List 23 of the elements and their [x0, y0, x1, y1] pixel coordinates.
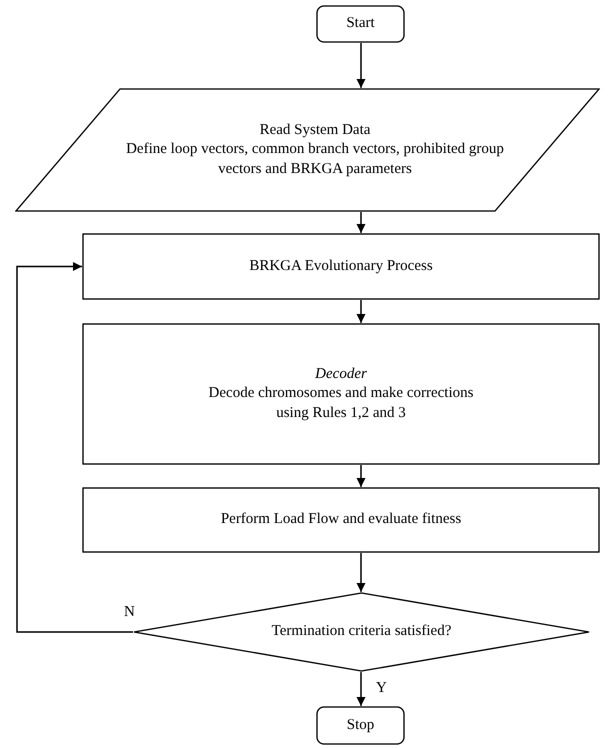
node-text: Termination criteria satisfied?: [272, 622, 452, 642]
arrow: [16, 262, 133, 633]
arrow: [356, 672, 366, 706]
arrow: [356, 465, 366, 487]
node-heading: Read System Data: [260, 120, 370, 140]
node-text: BRKGA Evolutionary Process: [249, 256, 433, 276]
node-text: Start: [346, 14, 375, 34]
node-text: Stop: [346, 716, 374, 735]
arrow: [356, 553, 366, 592]
node-heading: Decoder: [315, 364, 367, 384]
terminal-box: [316, 706, 405, 745]
terminal-box: [316, 5, 405, 43]
input-output-parallelogram: [15, 88, 600, 212]
process-box: [82, 233, 600, 300]
arrow: [356, 300, 366, 323]
node-text: Define loop vectors, common branch vectors, prohibited group vectors and BRKGA parameters: [126, 140, 504, 179]
process-box: [82, 323, 600, 465]
node-text: Decode chromosomes and make corrections using Rules 1,2 and 3: [208, 384, 474, 423]
node-text: Perform Load Flow and evaluate fitness: [220, 510, 462, 530]
arrow: [356, 43, 366, 88]
arrow: [356, 212, 366, 233]
decision-diamond: [133, 592, 590, 672]
process-box: [82, 487, 600, 553]
